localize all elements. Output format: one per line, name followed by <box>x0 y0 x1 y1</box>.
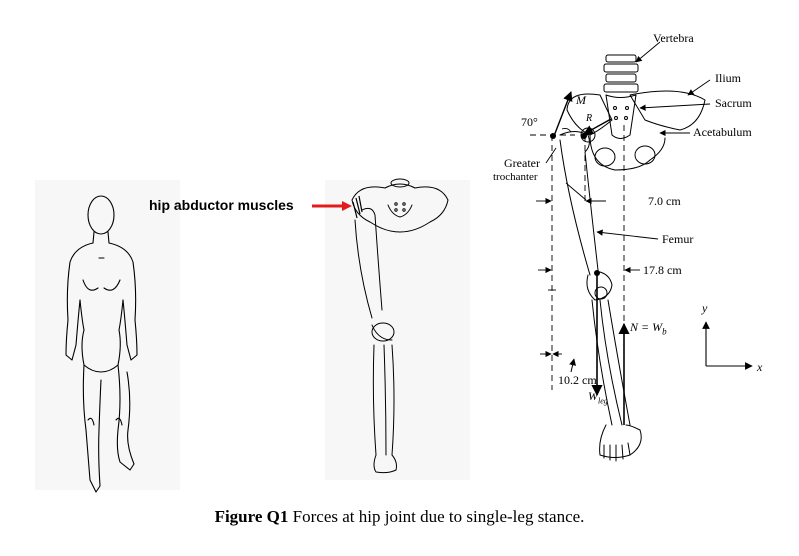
caption-text: Forces at hip joint due to single-leg st… <box>288 507 585 526</box>
label-dim-7: 7.0 cm <box>648 194 681 208</box>
label-vertebra: Vertebra <box>653 31 694 45</box>
label-force-r: R <box>586 113 593 124</box>
red-arrow-head <box>342 201 352 211</box>
label-normal-force: N = Wb <box>630 320 667 337</box>
label-force-m: M <box>576 93 586 107</box>
label-greater: Greater <box>504 156 540 170</box>
label-angle: 70° <box>521 115 538 129</box>
label-acetabulum: Acetabulum <box>693 125 752 139</box>
label-trochanter: trochanter <box>493 171 538 183</box>
figure-caption: Figure Q1 Forces at hip joint due to sin… <box>0 507 799 527</box>
label-w-leg: Wleg <box>588 389 608 406</box>
label-dim-102: 10.2 cm <box>558 373 597 387</box>
label-femur: Femur <box>662 232 694 246</box>
skeleton-leg-panel <box>325 180 470 480</box>
label-sacrum: Sacrum <box>715 96 752 110</box>
axis-y-label: y <box>702 301 708 315</box>
label-dim-178: 17.8 cm <box>643 263 682 277</box>
label-w-leg-sub: leg <box>598 396 608 406</box>
axis-x-label: x <box>757 360 763 374</box>
hip-abductor-label: hip abductor muscles <box>149 197 294 213</box>
label-ilium: Ilium <box>715 71 741 85</box>
caption-figure-number: Figure Q1 <box>214 507 289 526</box>
label-normal-force-sub: b <box>662 326 667 337</box>
